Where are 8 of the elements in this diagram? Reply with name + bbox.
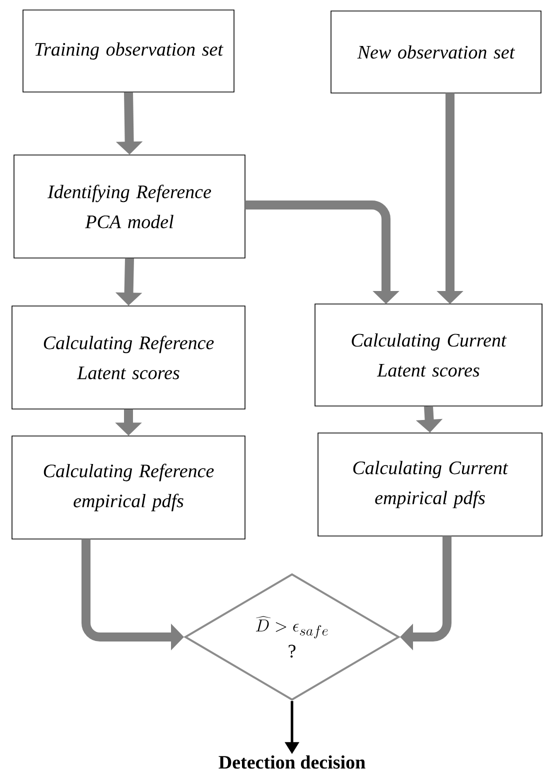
process-box: Identifying Reference PCA model [14,154,246,258]
process-box: Calculating Current Latent scores [314,304,542,406]
process-box: Calculating Reference empirical pdfs [12,436,246,540]
process-box: Calculating Current empirical pdfs [318,432,542,536]
process-box: Calculating Reference Latent scores [12,306,246,410]
result-text: Detection decision [218,755,366,769]
process-box: New observation set [330,10,542,94]
process-box: Training observation set [22,10,234,92]
